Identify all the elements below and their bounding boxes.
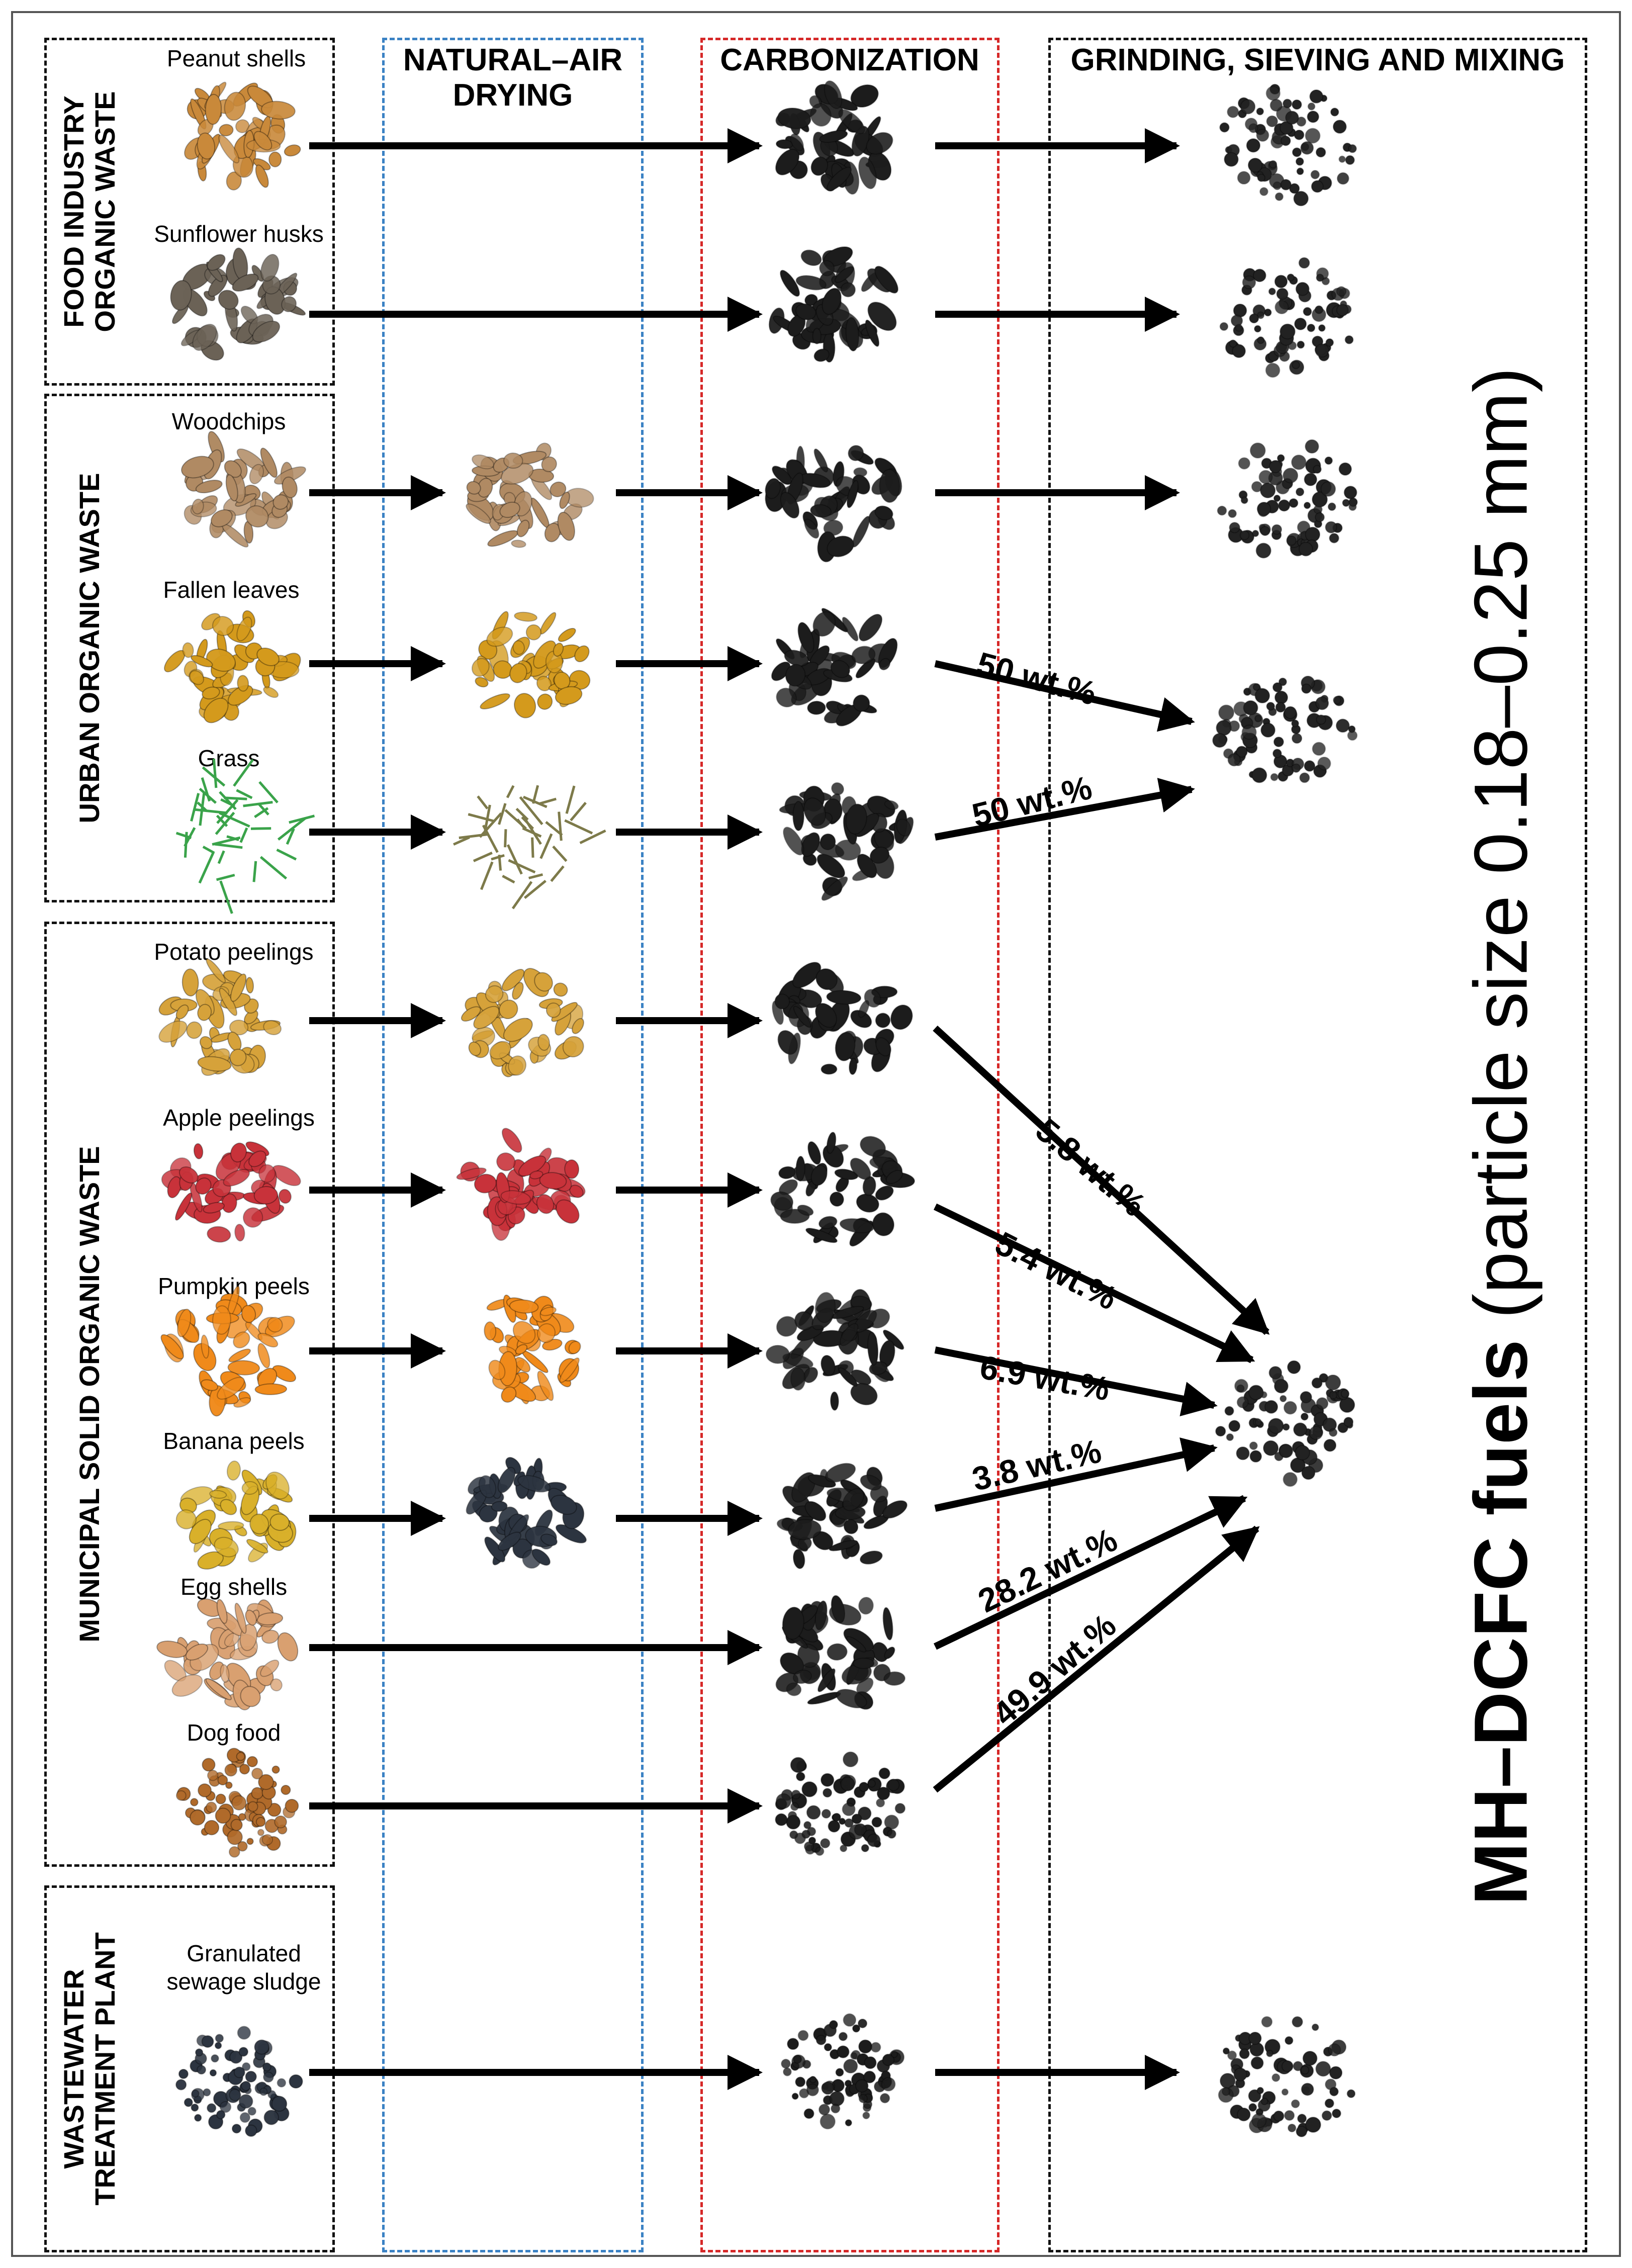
- drying-header: NATURAL–AIR DRYING: [403, 43, 623, 113]
- raw-pile-grass: [175, 758, 315, 914]
- label-apple: Apple peelings: [163, 1105, 315, 1131]
- label-potato: Potato peelings: [154, 939, 314, 965]
- char-pile-dog: [775, 1751, 906, 1856]
- raw-pile-egg: [156, 1598, 299, 1710]
- raw-pile-pumpkin: [160, 1286, 297, 1417]
- label-leaves: Fallen leaves: [163, 577, 300, 603]
- arrow-egg-to-mix: [933, 1495, 1248, 1650]
- group-frame-urban: [44, 394, 335, 902]
- fuel-pile-sunflower: [1219, 257, 1354, 378]
- drying-column-frame: [382, 38, 644, 2252]
- char-pile-potato: [772, 962, 913, 1075]
- dried-pile-leaves: [471, 611, 591, 718]
- group-frame-municipal: [44, 922, 335, 1867]
- carbonization-column-frame: [700, 38, 1000, 2252]
- grinding-header: GRINDING, SIEVING AND MIXING: [1070, 43, 1565, 77]
- dried-pile-banana: [466, 1457, 587, 1569]
- grinding-column-frame: [1048, 38, 1587, 2252]
- label-sunflower: Sunflower husks: [154, 221, 324, 247]
- char-pile-apple: [770, 1132, 915, 1247]
- char-pile-banana: [776, 1463, 908, 1569]
- label-egg: Egg shells: [180, 1574, 288, 1600]
- char-pile-pumpkin: [765, 1289, 904, 1411]
- char-pile-sunflower: [768, 246, 898, 363]
- fuel-pile-urban-mix: [1212, 675, 1358, 783]
- arrow-banana-to-mix: [934, 1437, 1218, 1512]
- label-banana: Banana peels: [163, 1428, 305, 1454]
- dried-pile-grass: [453, 785, 606, 910]
- fuel-pile-municipal-mix: [1215, 1360, 1355, 1487]
- char-pile-sludge: [781, 2013, 905, 2130]
- label-grass: Grass: [198, 745, 260, 771]
- arrow-dog-to-mix: [933, 1525, 1260, 1793]
- fuel-pile-woodchips: [1217, 439, 1358, 559]
- arrow-grass-to-mix: [934, 778, 1195, 841]
- arrow-apple-to-mix: [933, 1203, 1255, 1364]
- raw-pile-sunflower: [170, 247, 306, 361]
- raw-pile-leaves: [164, 610, 301, 723]
- raw-pile-peanut: [184, 81, 301, 191]
- label-sludge: Granulated sewage sludge: [156, 1939, 332, 1995]
- fuel-pile-sludge: [1218, 2016, 1356, 2137]
- dried-pile-woodchips: [466, 442, 594, 548]
- char-pile-woodchips: [765, 445, 902, 563]
- label-sludge-line2: sewage sludge: [166, 1968, 321, 1994]
- label-dog: Dog food: [187, 1719, 281, 1746]
- dried-pile-apple: [456, 1128, 586, 1241]
- char-pile-grass: [779, 782, 914, 901]
- label-peanut: Peanut shells: [166, 45, 306, 71]
- label-woodchips: Woodchips: [171, 408, 286, 434]
- raw-pile-banana: [175, 1460, 297, 1570]
- raw-pile-potato: [158, 958, 282, 1076]
- arrow-pumpkin-to-mix: [934, 1346, 1218, 1417]
- arrow-potato-to-mix: [933, 1025, 1270, 1335]
- dried-pile-pumpkin: [484, 1294, 581, 1405]
- dried-pile-potato: [461, 968, 584, 1077]
- figure-frame: [11, 11, 1621, 2257]
- arrow-leaves-to-mix: [934, 660, 1195, 732]
- raw-pile-apple: [161, 1141, 301, 1243]
- char-pile-egg: [775, 1595, 905, 1710]
- char-pile-peanut: [775, 80, 893, 195]
- label-sludge-line1: Granulated: [187, 1940, 301, 1966]
- fuel-pile-peanut: [1219, 83, 1357, 207]
- raw-pile-dog: [175, 1748, 299, 1858]
- group-frame-food: [44, 38, 335, 386]
- char-pile-leaves: [771, 608, 898, 727]
- raw-pile-sludge: [175, 2026, 303, 2137]
- raw-pile-woodchips: [181, 431, 306, 548]
- carbonization-header: CARBONIZATION: [720, 43, 979, 77]
